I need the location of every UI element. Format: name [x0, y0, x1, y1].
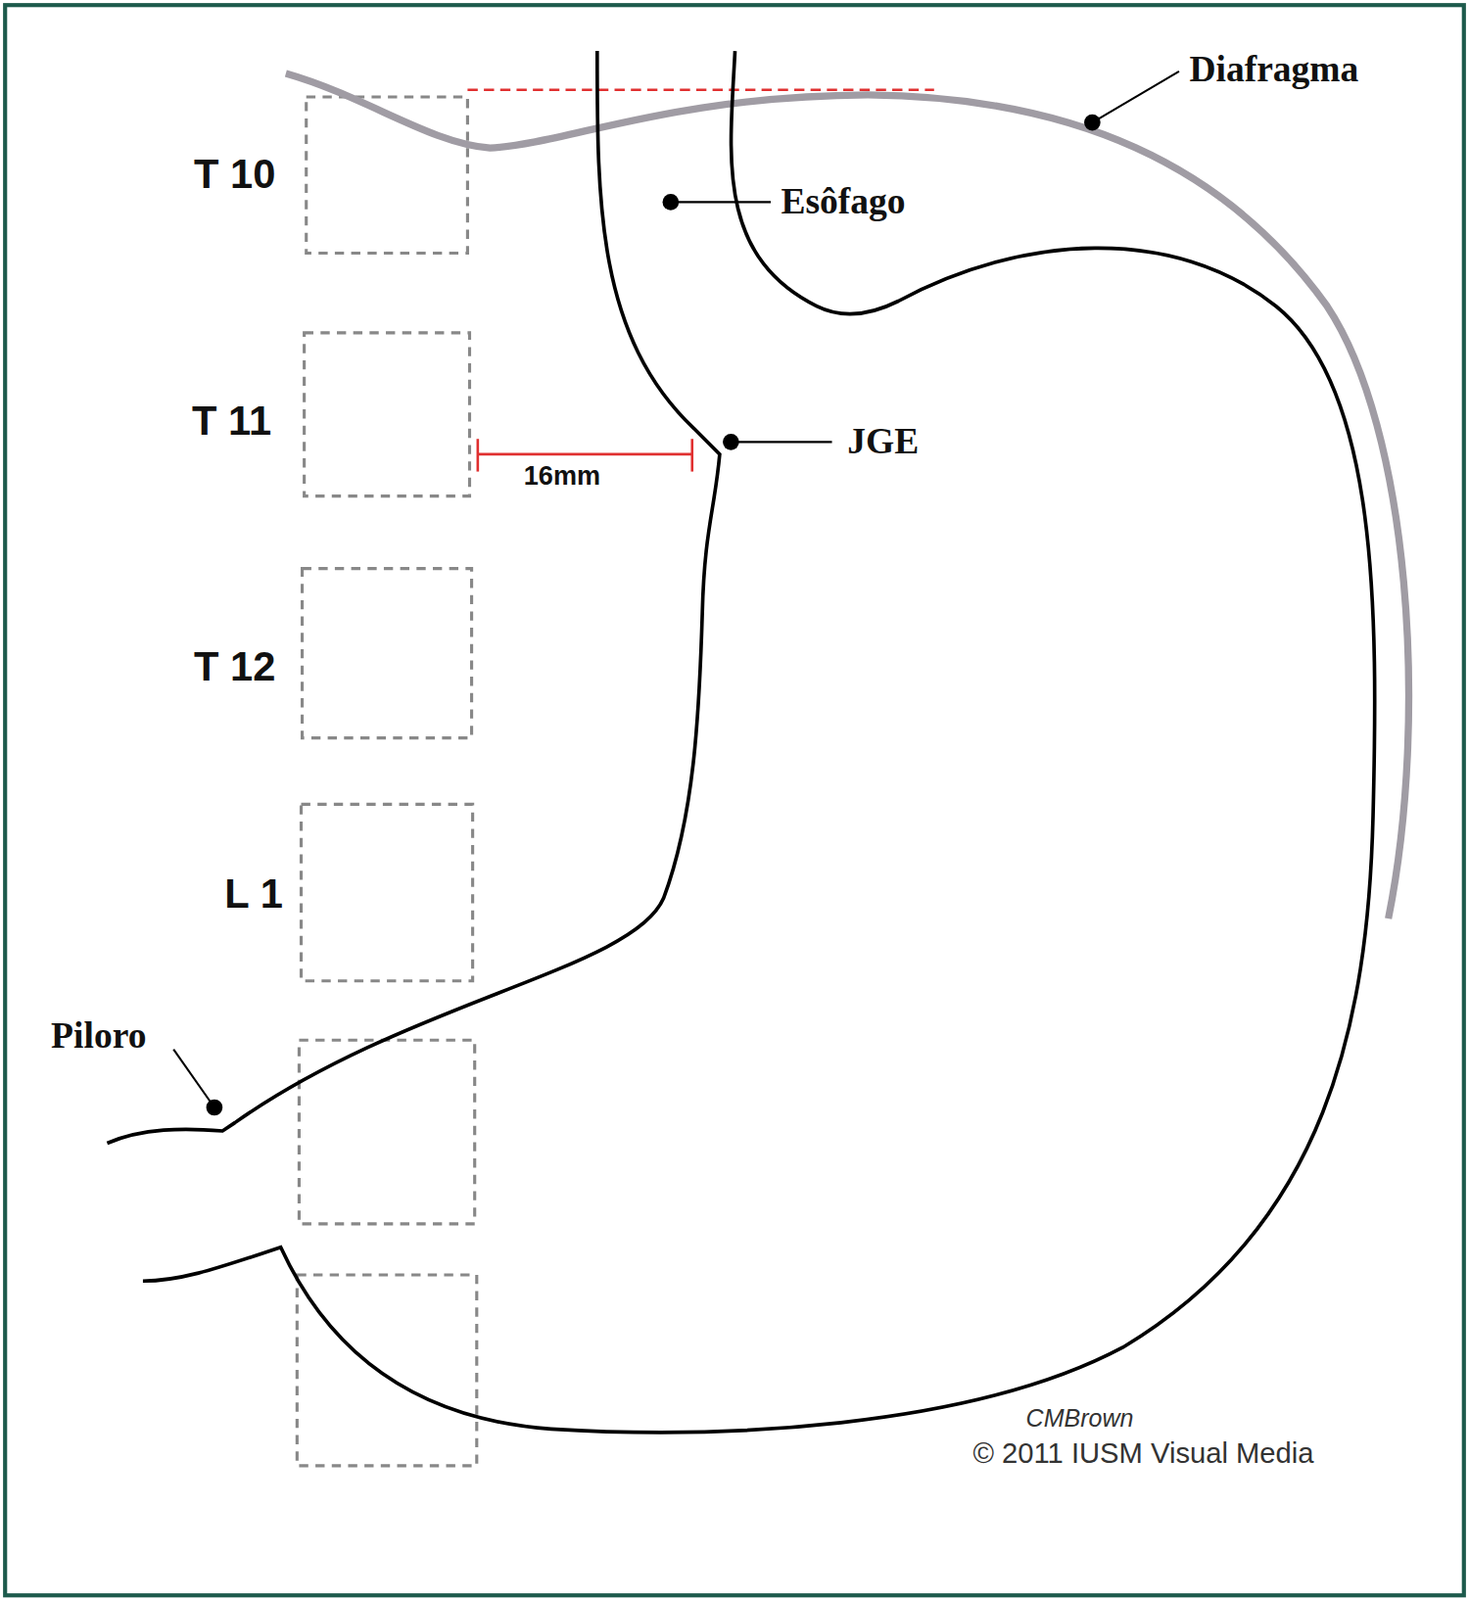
copyright-note: © 2011 IUSM Visual Media: [972, 1438, 1314, 1470]
leader-lines: [173, 71, 1180, 1108]
vertebra-label: T 12: [193, 644, 276, 690]
greater-curvature: [142, 50, 1375, 1433]
diaphragm: [285, 73, 1410, 919]
frame: [4, 4, 1465, 1596]
leader-dots: [206, 114, 1101, 1117]
signature: CMBrown: [1026, 1405, 1135, 1433]
vertebra-label: L 1: [224, 870, 283, 916]
part-label: Esôfago: [780, 182, 905, 223]
part-label: JGE: [847, 422, 919, 463]
part-label: Piloro: [50, 1015, 146, 1056]
vertebra-label: T 10: [193, 150, 276, 196]
lesser-curvature: [106, 50, 719, 1143]
part-label: Diafragma: [1188, 48, 1359, 90]
dimension-label: 16mm: [523, 461, 601, 491]
vertebra-boxes: [296, 96, 476, 1467]
reference-line: [467, 88, 934, 92]
vertebra-label: T 11: [191, 398, 272, 444]
